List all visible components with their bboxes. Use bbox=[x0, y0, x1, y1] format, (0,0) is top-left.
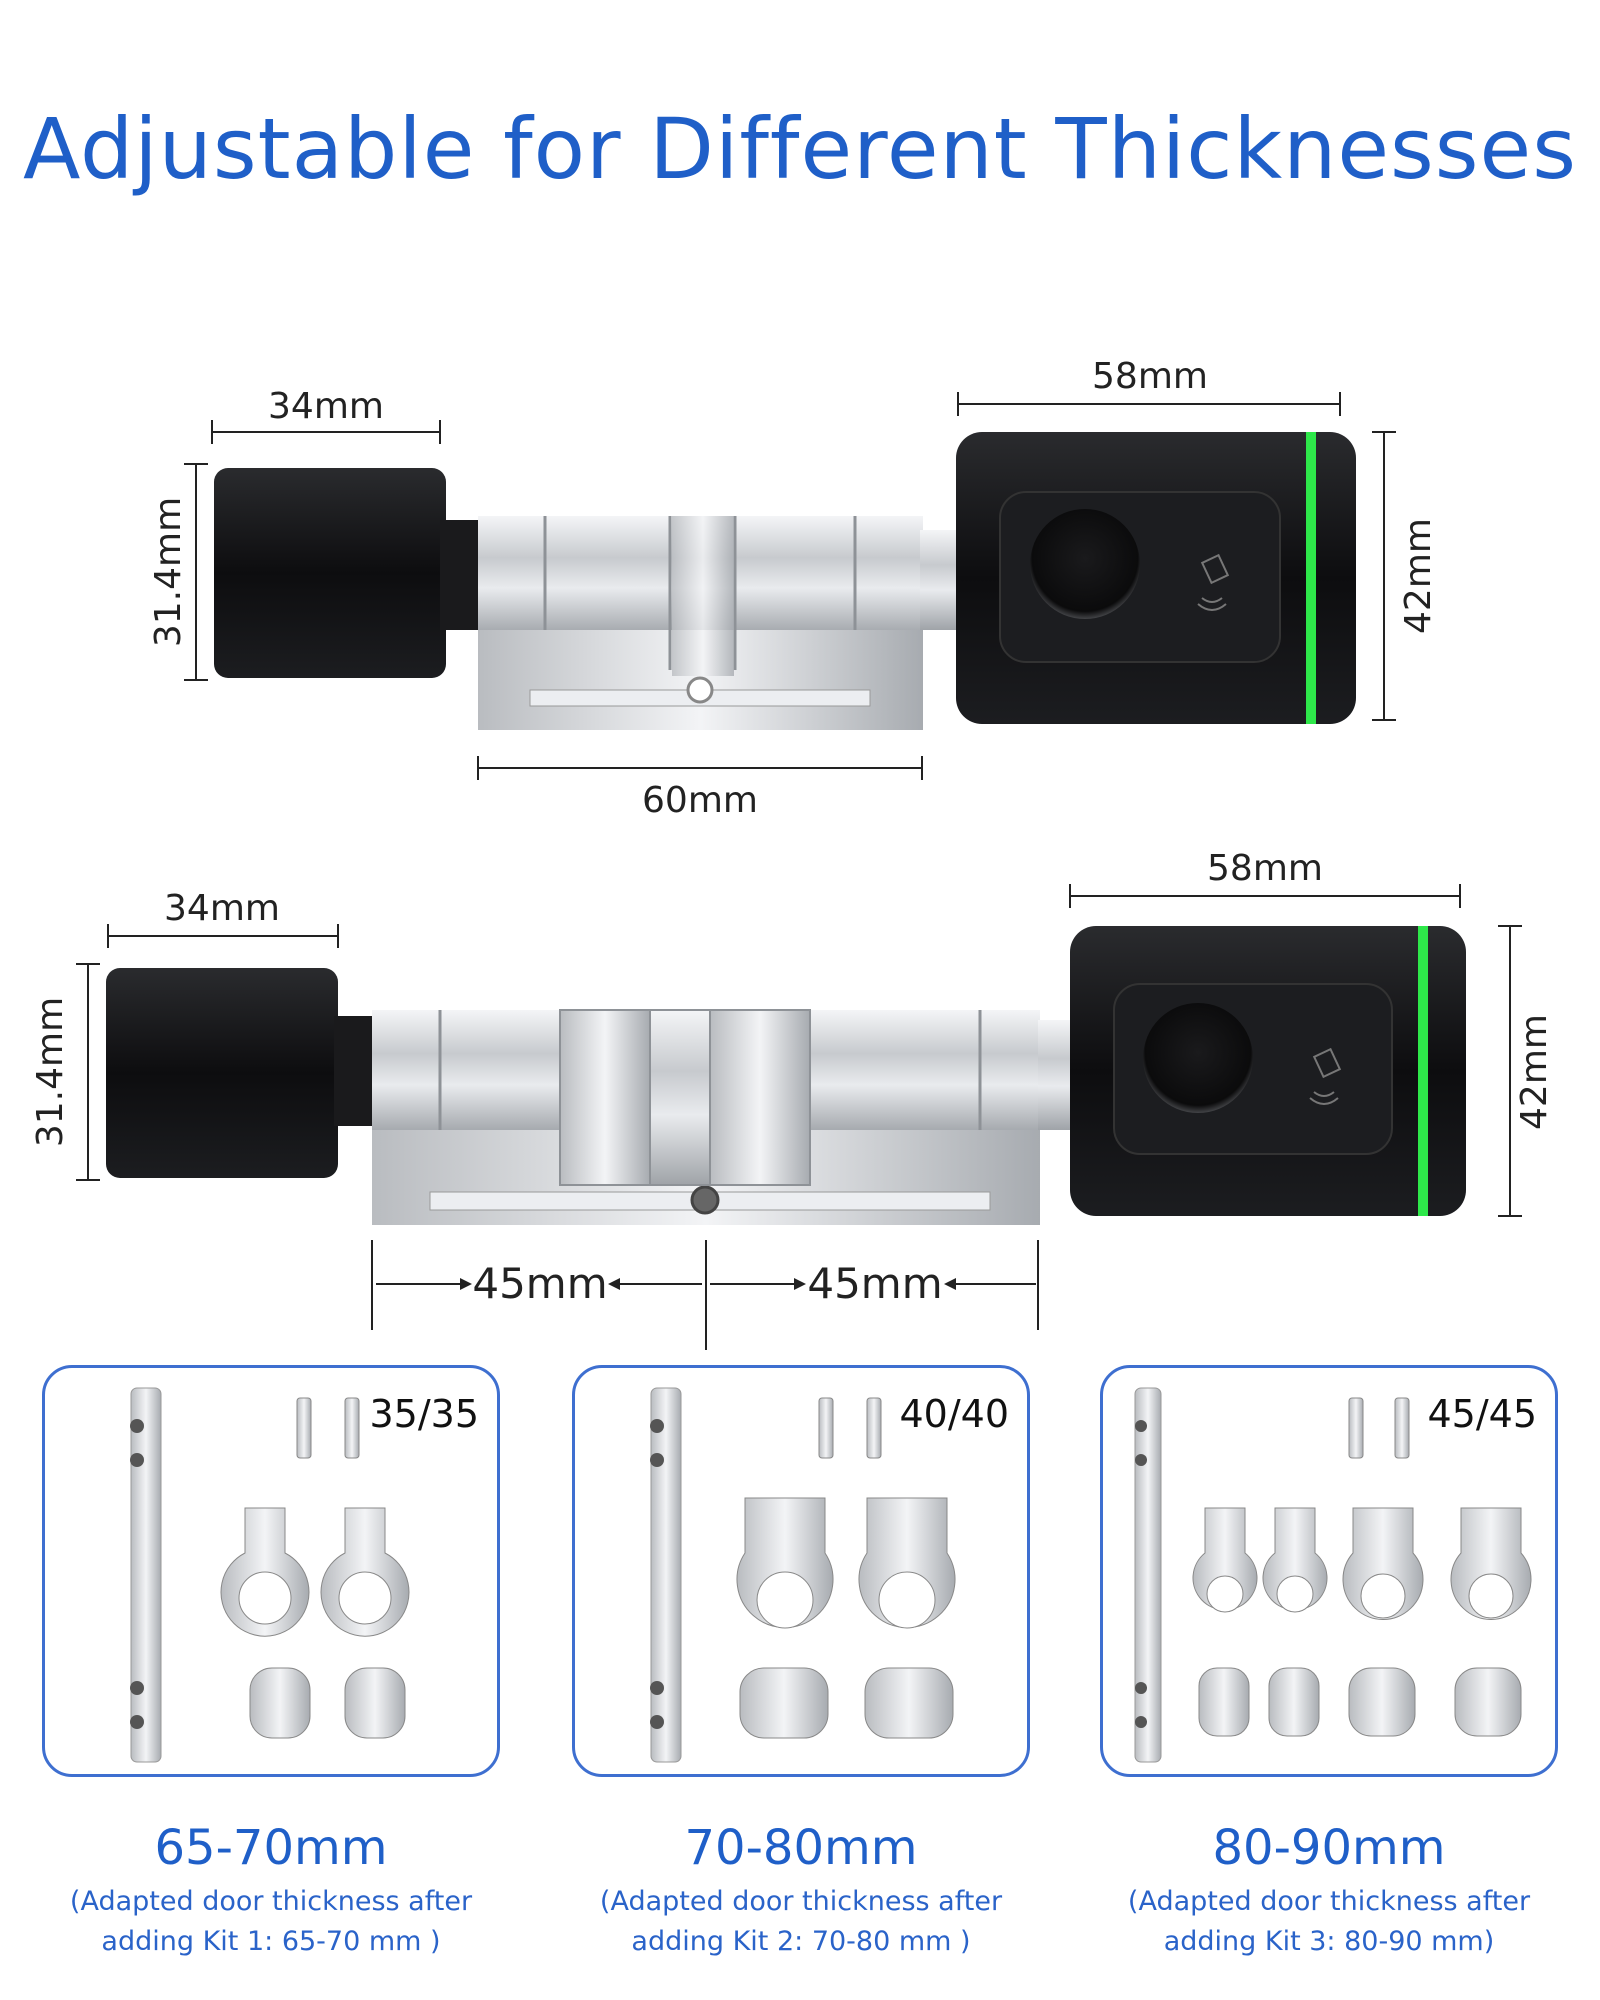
thumb-knob bbox=[106, 968, 338, 1178]
page-title: Adjustable for Different Thicknesses bbox=[23, 100, 1577, 198]
fingerprint-reader bbox=[956, 432, 1356, 724]
nfc-icon bbox=[1197, 553, 1230, 611]
dim-reader-width: 58mm bbox=[957, 356, 1341, 416]
lock-diagram-short: 34mm 31.4mm 60mm bbox=[148, 356, 1439, 820]
kit-2-card: 40/40 bbox=[572, 1365, 1030, 1777]
dim-reader-height: 42mm bbox=[1372, 431, 1439, 721]
dim-knob-height: 31.4mm bbox=[148, 463, 208, 681]
kit-desc-line2: adding Kit 3: 80-90 mm) bbox=[1163, 1926, 1495, 1957]
knob-height-label: 31.4mm bbox=[148, 497, 189, 647]
led-ring-icon bbox=[1306, 432, 1316, 724]
kit-1-caption: 65-70mm (Adapted door thickness after ad… bbox=[36, 1820, 506, 1962]
left-half-label: 45mm bbox=[472, 1259, 607, 1308]
kit-count-label: 40/40 bbox=[899, 1392, 1009, 1436]
kit-parts-image bbox=[1134, 1387, 1532, 1763]
knob-width-label: 34mm bbox=[268, 386, 384, 427]
kit-3-card: 45/45 bbox=[1100, 1365, 1558, 1777]
dim-left-half: 45mm bbox=[371, 1240, 707, 1350]
right-half-label: 45mm bbox=[807, 1259, 942, 1308]
kit-count-label: 35/35 bbox=[369, 1392, 479, 1436]
knob-height-label: 31.4mm bbox=[30, 997, 71, 1147]
kit-range: 70-80mm bbox=[684, 1820, 918, 1876]
kit-desc-line1: (Adapted door thickness after bbox=[69, 1886, 473, 1917]
dim-knob-width: 34mm bbox=[211, 386, 441, 444]
kit-desc-line1: (Adapted door thickness after bbox=[1127, 1886, 1531, 1917]
kit-1-card: 35/35 bbox=[42, 1365, 500, 1777]
knob-width-label: 34mm bbox=[164, 888, 280, 929]
thumb-knob bbox=[214, 468, 446, 678]
kit-desc-line1: (Adapted door thickness after bbox=[599, 1886, 1003, 1917]
kit-desc-line2: adding Kit 2: 70-80 mm ) bbox=[631, 1926, 971, 1957]
reader-width-label: 58mm bbox=[1092, 356, 1208, 397]
led-ring-icon bbox=[1418, 926, 1428, 1216]
reader-height-label: 42mm bbox=[1398, 518, 1439, 634]
kit-parts-image bbox=[130, 1387, 410, 1763]
fingerprint-sensor-icon bbox=[1143, 1003, 1253, 1113]
nfc-icon bbox=[1309, 1047, 1342, 1105]
reader-width-label: 58mm bbox=[1207, 848, 1323, 889]
dim-reader-height: 42mm bbox=[1498, 925, 1555, 1217]
kit-3-caption: 80-90mm (Adapted door thickness after ad… bbox=[1094, 1820, 1564, 1962]
dim-knob-width: 34mm bbox=[107, 888, 339, 948]
kit-count-label: 45/45 bbox=[1427, 1392, 1537, 1436]
body-length-label: 60mm bbox=[642, 780, 758, 820]
kit-2-caption: 70-80mm (Adapted door thickness after ad… bbox=[566, 1820, 1036, 1962]
dim-body-length: 60mm bbox=[477, 756, 923, 820]
kit-desc-line2: adding Kit 1: 65-70 mm ) bbox=[101, 1926, 441, 1957]
fingerprint-sensor-icon bbox=[1030, 509, 1140, 619]
dim-knob-height: 31.4mm bbox=[30, 963, 100, 1181]
cylinder-body bbox=[478, 516, 923, 730]
dim-reader-width: 58mm bbox=[1069, 848, 1461, 908]
kit-parts-image bbox=[650, 1387, 956, 1763]
cylinder-body bbox=[372, 1009, 1040, 1225]
dim-right-half: 45mm bbox=[710, 1240, 1039, 1330]
kit-range: 80-90mm bbox=[1212, 1820, 1446, 1876]
fingerprint-reader bbox=[1070, 926, 1466, 1216]
reader-height-label: 42mm bbox=[1514, 1014, 1555, 1130]
kit-range: 65-70mm bbox=[154, 1820, 388, 1876]
lock-diagram-long: 34mm 31.4mm 45mm 45mm bbox=[30, 848, 1555, 1350]
